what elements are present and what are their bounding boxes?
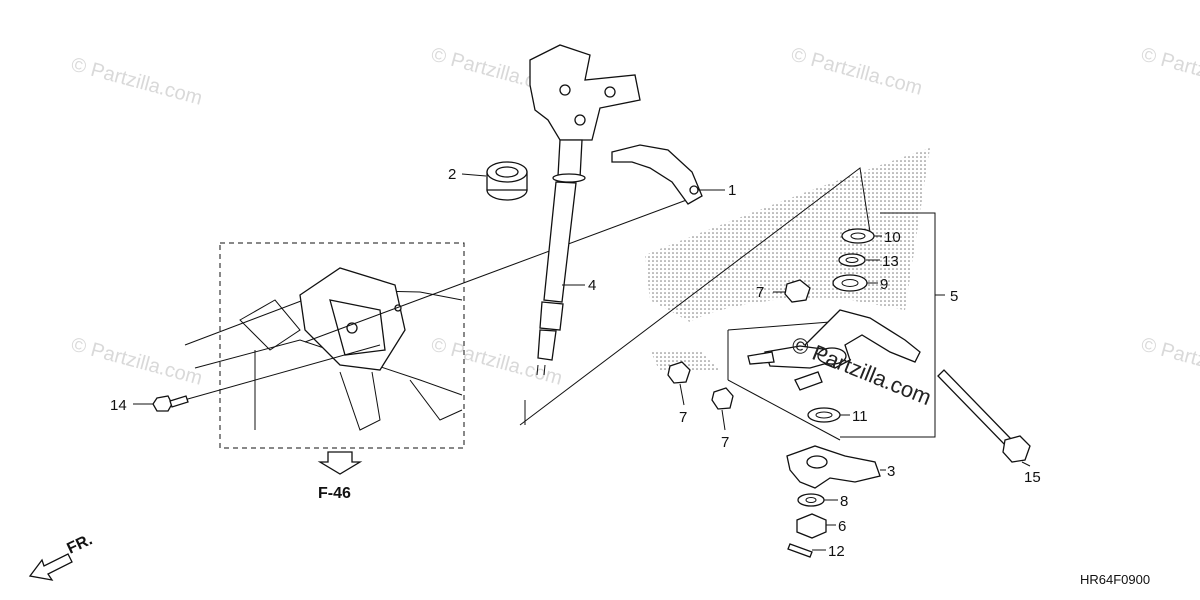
watermark-overlay: © Partzilla.com — [788, 331, 935, 410]
callout-15: 15 — [1024, 469, 1041, 486]
steering-arm-hub — [817, 347, 847, 365]
bearing-9-bore — [841, 279, 859, 287]
bolt-14 — [152, 395, 189, 412]
cotter-pin-12 — [787, 543, 813, 558]
ball-joint-stud-lower — [794, 371, 823, 391]
steering-arm-assembly — [747, 309, 921, 391]
shaft-spline — [537, 329, 557, 361]
front-direction: FR. — [28, 531, 96, 581]
group-bracket-5 — [840, 212, 936, 438]
callout-9: 9 — [880, 276, 888, 293]
seal-10 — [841, 228, 875, 244]
mount-hole — [559, 84, 571, 96]
seal-11-bore — [815, 411, 833, 419]
leader-7-right — [721, 409, 726, 431]
washer-8 — [797, 493, 825, 507]
mount-hole — [574, 114, 586, 126]
diagram-code: HR64F0900 — [1080, 572, 1150, 587]
leader-7-left — [679, 383, 685, 406]
callout-14: 14 — [110, 397, 127, 414]
nut-7-right — [711, 387, 734, 410]
callout-4: 4 — [588, 277, 596, 294]
shaft-spline-end — [536, 364, 546, 376]
front-arrow-icon — [28, 553, 73, 581]
bolt-15-head — [1002, 435, 1031, 463]
washer-8-bore — [805, 497, 817, 503]
holder-hole — [689, 185, 699, 195]
watermark-text: © Partzilla.com — [1139, 44, 1200, 100]
alignment-line — [519, 167, 871, 426]
bushing-bore — [495, 166, 519, 178]
alignment-line — [304, 194, 701, 343]
seal-10-bore — [850, 232, 866, 240]
ball-joint-stud-left — [747, 351, 775, 365]
frame-tube — [409, 379, 463, 421]
callout-7-right: 7 — [721, 434, 729, 451]
steering-shaft — [529, 44, 641, 376]
shaft-collar — [552, 173, 586, 183]
seal-11 — [807, 407, 841, 423]
reference-label[interactable]: F-46 — [318, 485, 351, 502]
mount-hole — [604, 86, 616, 98]
callout-5: 5 — [950, 288, 958, 305]
detail-frame-view — [184, 242, 465, 449]
bolt-15 — [937, 369, 1031, 463]
nut-7-upper — [784, 279, 811, 303]
bearing-9 — [832, 274, 868, 292]
watermark-text: © Partzilla.com — [69, 334, 205, 390]
shaft-lower-section — [539, 301, 564, 331]
alignment-line — [169, 344, 381, 405]
frame-gusset — [239, 299, 301, 351]
callout-8: 8 — [840, 493, 848, 510]
leader-lines — [133, 173, 1031, 551]
frame-leg — [339, 371, 381, 431]
pitman-arm-3 — [786, 445, 881, 489]
callout-1: 1 — [728, 182, 736, 199]
down-arrow-icon[interactable] — [317, 451, 363, 475]
shaft-upper-tube — [557, 139, 583, 179]
callout-labels: 1 2 3 4 5 6 7 7 7 8 9 10 11 12 13 14 15 — [110, 166, 1041, 560]
callout-6: 6 — [838, 518, 846, 535]
leader-15 — [1021, 461, 1031, 467]
bolt-15-shank — [937, 369, 1013, 447]
alignment-line — [727, 321, 831, 331]
ring-13 — [838, 253, 866, 267]
shaft-holder-bracket — [611, 144, 703, 205]
watermark-text: © Partzilla.com — [69, 54, 205, 110]
steering-shaft-mount-plate — [529, 44, 641, 141]
reference-f46[interactable]: F-46 — [317, 451, 363, 502]
nut-7-left — [667, 361, 691, 384]
front-label: FR. — [65, 531, 96, 557]
alignment-line — [727, 379, 841, 441]
callout-11: 11 — [852, 408, 868, 425]
callout-13: 13 — [882, 253, 899, 270]
callout-10: 10 — [884, 229, 901, 246]
callout-7-upper: 7 — [756, 284, 764, 301]
watermark-text: © Partzilla.com — [789, 44, 925, 100]
castle-nut-6 — [796, 513, 827, 539]
shaft-bushing — [486, 161, 528, 201]
shaft-main-tube — [543, 181, 577, 303]
pitman-arm-hub — [806, 455, 828, 469]
frame-shading-lower — [650, 350, 720, 372]
leader-2 — [461, 173, 487, 177]
callout-2: 2 — [448, 166, 456, 183]
callout-3: 3 — [887, 463, 895, 480]
watermark-text: © Partzilla.com — [1139, 334, 1200, 390]
ring-13-bore — [845, 257, 859, 263]
callout-7-left: 7 — [679, 409, 687, 426]
bolt-14-thread — [169, 395, 189, 408]
detail-dashed-box — [219, 242, 465, 449]
bolt-14-head — [152, 395, 173, 412]
callout-12: 12 — [828, 543, 845, 560]
